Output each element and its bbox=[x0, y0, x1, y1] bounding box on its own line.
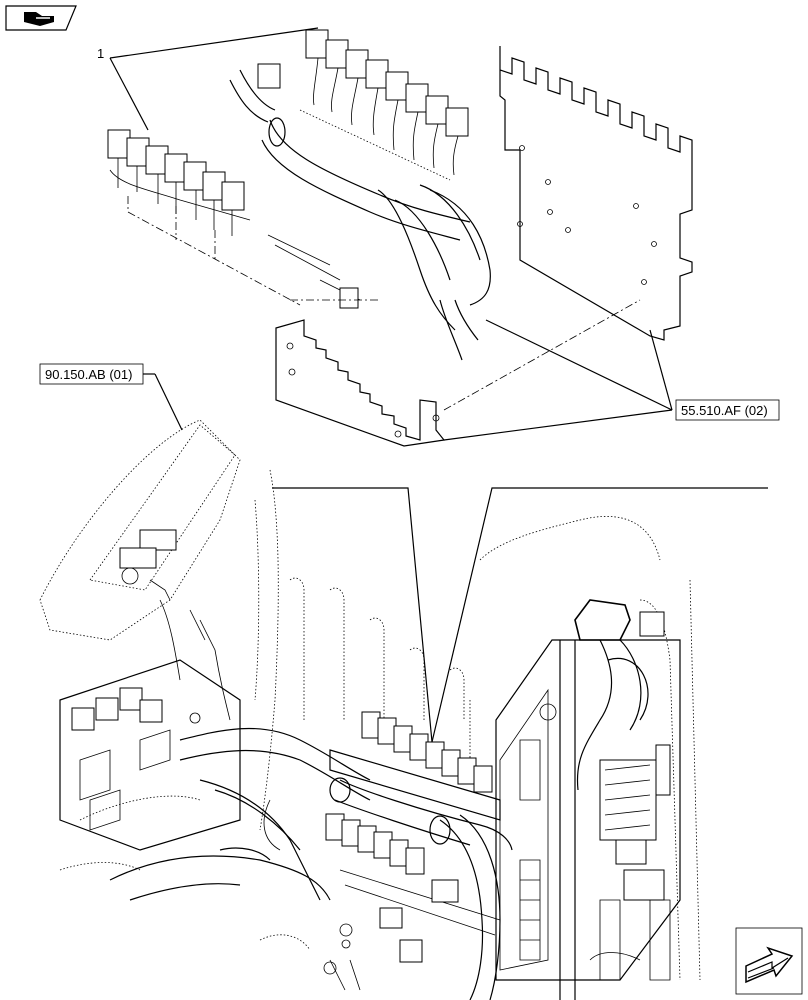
item-1-callout: 1 bbox=[97, 27, 319, 131]
relay-bank-lower-lower bbox=[325, 813, 425, 875]
book-pointer-icon[interactable] bbox=[5, 5, 77, 31]
ref-left-label: 90.150.AB (01) bbox=[45, 367, 132, 382]
ref-left-callout: 90.150.AB (01) bbox=[39, 363, 183, 431]
next-page-arrow-icon[interactable] bbox=[735, 927, 803, 995]
lower-callout-leaders bbox=[272, 487, 768, 743]
item-number-label: 1 bbox=[97, 46, 104, 61]
lower-assembly bbox=[39, 419, 701, 1000]
ref-right-callout: 55.510.AF (02) bbox=[443, 319, 780, 441]
relay-bank-lower-upper bbox=[361, 711, 493, 793]
upper-comb-bracket bbox=[499, 46, 693, 341]
upper-harness bbox=[229, 69, 491, 361]
lower-comb-bracket bbox=[275, 299, 641, 447]
relay-bank-upper-left bbox=[107, 129, 301, 306]
relay-bank-upper-right bbox=[257, 29, 469, 181]
ref-right-label: 55.510.AF (02) bbox=[681, 403, 768, 418]
